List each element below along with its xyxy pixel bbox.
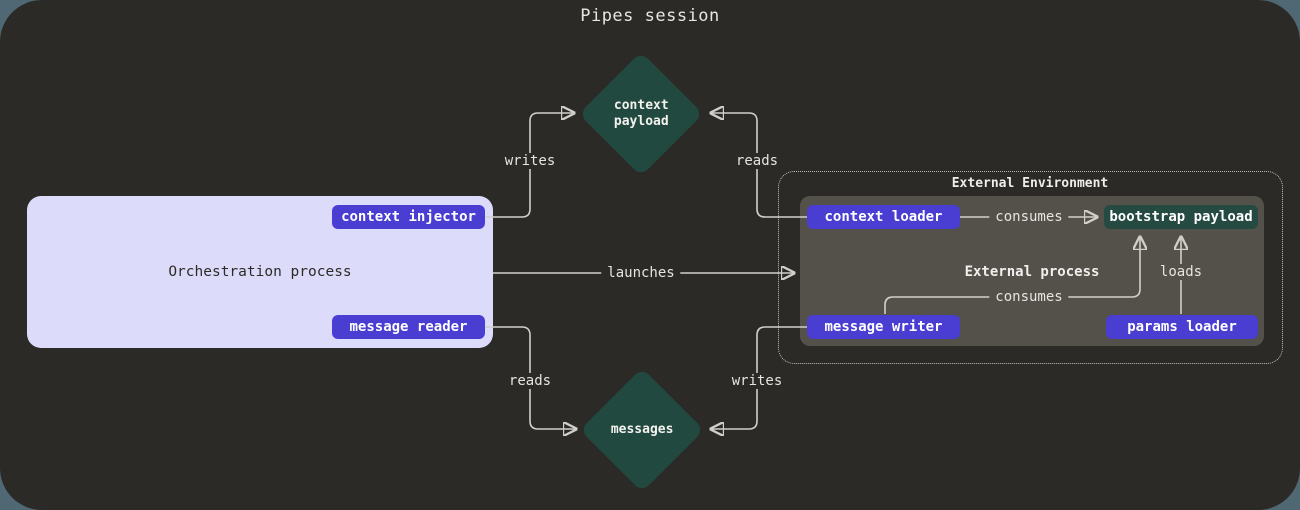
edge-label-reads-messages: reads bbox=[502, 373, 558, 389]
params-loader-node: params loader bbox=[1106, 315, 1258, 339]
edge-label-consumes-bottom: consumes bbox=[989, 289, 1069, 305]
edge-label-launches: launches bbox=[601, 265, 681, 281]
diagram-title: Pipes session bbox=[580, 6, 720, 26]
context-payload-node: context payload bbox=[578, 51, 704, 177]
edge-label-consumes-top: consumes bbox=[989, 209, 1069, 225]
context-loader-node: context loader bbox=[807, 205, 960, 229]
messages-node: messages bbox=[579, 367, 705, 493]
context-injector-node: context injector bbox=[332, 205, 485, 229]
message-reader-node: message reader bbox=[332, 315, 485, 339]
edge-label-reads-context: reads bbox=[729, 153, 785, 169]
messages-label: messages bbox=[610, 422, 674, 438]
edge-label-writes-context: writes bbox=[498, 153, 562, 169]
edge-label-writes-messages: writes bbox=[725, 373, 789, 389]
external-environment-label: External Environment bbox=[951, 176, 1109, 191]
orchestration-process-label: Orchestration process bbox=[168, 264, 352, 280]
bootstrap-payload-node: bootstrap payload bbox=[1104, 205, 1258, 229]
edge-label-loads: loads bbox=[1153, 264, 1209, 280]
external-environment-box bbox=[778, 171, 1283, 364]
context-payload-label: context payload bbox=[613, 98, 669, 129]
external-process-label: External process bbox=[964, 264, 1100, 280]
message-writer-node: message writer bbox=[807, 315, 960, 339]
